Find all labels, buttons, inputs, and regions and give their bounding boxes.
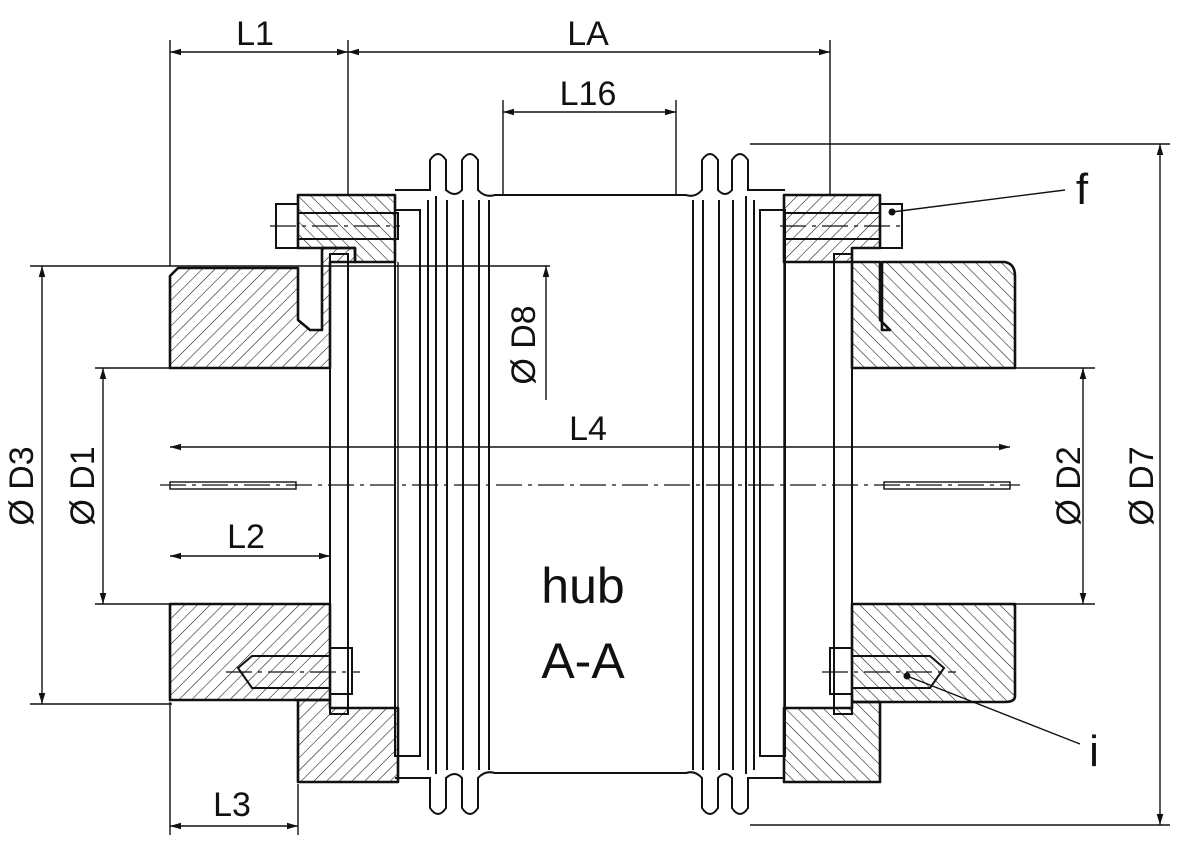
leader-lines bbox=[888, 189, 1081, 745]
dim-label-l2: L2 bbox=[227, 518, 265, 556]
dim-label-d1: Ø D1 bbox=[64, 446, 102, 525]
right-hub bbox=[782, 193, 1017, 784]
dim-label-d7: Ø D7 bbox=[1123, 446, 1161, 525]
section-id: A-A bbox=[541, 633, 625, 689]
dim-label-la: LA bbox=[567, 15, 609, 53]
bolt-bottom-right bbox=[822, 647, 956, 695]
left-hub bbox=[168, 193, 400, 784]
flange-rings bbox=[329, 209, 853, 757]
callout-i: i bbox=[1089, 727, 1099, 776]
dim-label-l3: L3 bbox=[213, 786, 251, 824]
section-title: hub bbox=[541, 558, 624, 614]
dim-label-l1: L1 bbox=[236, 15, 274, 53]
dim-label-l4: L4 bbox=[569, 410, 607, 448]
extension-lines bbox=[30, 40, 1170, 835]
dim-label-d8: Ø D8 bbox=[505, 305, 543, 384]
callout-f: f bbox=[1076, 165, 1089, 214]
bellows-element bbox=[395, 153, 785, 815]
bolt-bottom-left bbox=[226, 647, 360, 695]
bolt-top-left bbox=[270, 203, 400, 249]
dim-label-d3: Ø D3 bbox=[3, 446, 41, 525]
bolt-top-right bbox=[780, 203, 906, 249]
dim-label-l16: L16 bbox=[560, 75, 617, 113]
dimension-lines bbox=[38, 48, 1164, 830]
dim-label-d2: Ø D2 bbox=[1050, 446, 1088, 525]
